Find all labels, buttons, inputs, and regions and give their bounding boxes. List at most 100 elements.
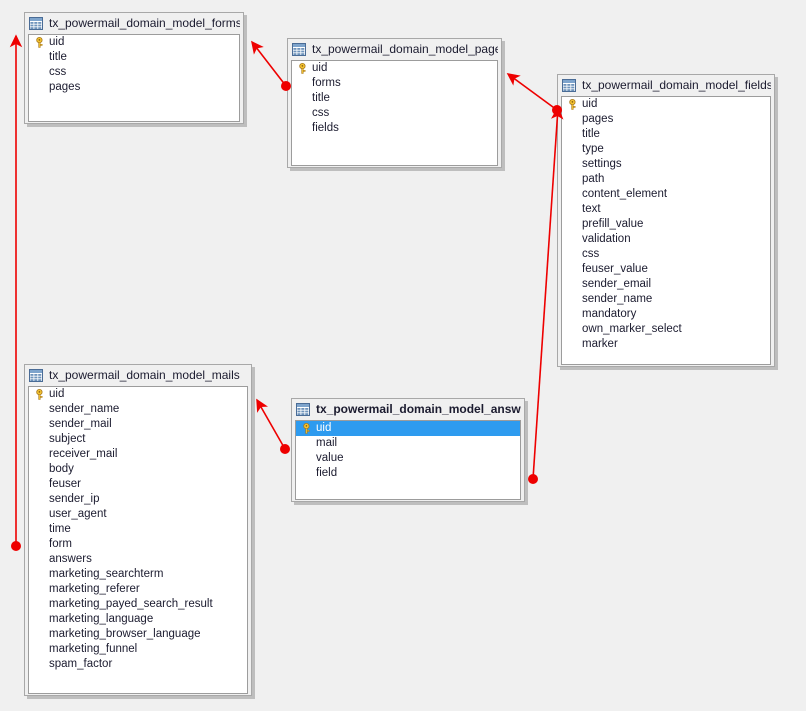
attribute-name: form <box>49 538 72 550</box>
attribute-row[interactable]: type <box>562 142 770 157</box>
attribute-row[interactable]: sender_name <box>562 292 770 307</box>
attribute-name: pages <box>582 113 614 125</box>
key-icon <box>303 423 310 434</box>
attribute-row[interactable]: css <box>562 247 770 262</box>
relation-line-pages-to-forms <box>251 40 287 87</box>
attribute-row[interactable]: body <box>29 462 247 477</box>
attribute-row[interactable]: receiver_mail <box>29 447 247 462</box>
attribute-row[interactable]: pages <box>29 80 239 95</box>
attribute-row[interactable]: own_marker_select <box>562 322 770 337</box>
attribute-row[interactable]: validation <box>562 232 770 247</box>
attribute-name: fields <box>312 122 339 134</box>
attribute-row[interactable]: user_agent <box>29 507 247 522</box>
attribute-name: time <box>49 523 71 535</box>
attribute-row[interactable]: field <box>296 466 520 481</box>
attribute-row[interactable]: marketing_funnel <box>29 642 247 657</box>
primary-key-icon-slot <box>32 37 47 48</box>
primary-key-icon-slot <box>565 99 580 110</box>
entity-header-pages[interactable]: tx_powermail_domain_model_pages <box>288 39 501 60</box>
attribute-name: marketing_searchterm <box>49 568 164 580</box>
attribute-name: field <box>316 467 338 479</box>
attribute-row[interactable]: marker <box>562 337 770 352</box>
key-icon <box>36 389 43 400</box>
attribute-row[interactable]: spam_factor <box>29 657 247 672</box>
key-icon <box>299 63 306 74</box>
attribute-row[interactable]: time <box>29 522 247 537</box>
attribute-row[interactable]: forms <box>292 76 497 91</box>
attribute-row[interactable]: sender_email <box>562 277 770 292</box>
table-icon <box>292 43 306 56</box>
attribute-row[interactable]: feuser_value <box>562 262 770 277</box>
attribute-name: validation <box>582 233 631 245</box>
table-icon <box>29 17 43 30</box>
attribute-row[interactable]: mail <box>296 436 520 451</box>
attribute-row[interactable]: sender_name <box>29 402 247 417</box>
attribute-name: uid <box>316 422 332 434</box>
attribute-row[interactable]: subject <box>29 432 247 447</box>
attribute-row[interactable]: css <box>292 106 497 121</box>
attribute-row[interactable]: answers <box>29 552 247 567</box>
attribute-name: css <box>582 248 600 260</box>
attribute-name: body <box>49 463 74 475</box>
entity-header-forms[interactable]: tx_powermail_domain_model_forms <box>25 13 243 34</box>
attribute-row[interactable]: marketing_language <box>29 612 247 627</box>
attribute-row[interactable]: sender_ip <box>29 492 247 507</box>
attribute-row[interactable]: value <box>296 451 520 466</box>
attribute-row[interactable]: feuser <box>29 477 247 492</box>
attribute-name: subject <box>49 433 86 445</box>
attribute-row[interactable]: sender_mail <box>29 417 247 432</box>
table-icon <box>29 369 43 382</box>
attribute-name: marketing_browser_language <box>49 628 201 640</box>
attribute-name: uid <box>582 98 598 110</box>
attribute-name: user_agent <box>49 508 107 520</box>
key-icon <box>569 99 576 110</box>
attribute-row[interactable]: uid <box>29 35 239 50</box>
attribute-row[interactable]: marketing_browser_language <box>29 627 247 642</box>
attribute-row[interactable]: pages <box>562 112 770 127</box>
attribute-name: title <box>49 51 67 63</box>
attribute-row[interactable]: content_element <box>562 187 770 202</box>
attribute-name: css <box>312 107 330 119</box>
attribute-row[interactable]: uid <box>562 97 770 112</box>
entity-header-fields[interactable]: tx_powermail_domain_model_fields <box>558 75 774 96</box>
attribute-row[interactable]: marketing_payed_search_result <box>29 597 247 612</box>
attribute-name: pages <box>49 81 81 93</box>
attribute-row[interactable]: uid <box>29 387 247 402</box>
attribute-name: text <box>582 203 601 215</box>
attribute-row[interactable]: text <box>562 202 770 217</box>
attribute-row[interactable]: title <box>562 127 770 142</box>
attribute-row[interactable]: prefill_value <box>562 217 770 232</box>
attribute-row[interactable]: marketing_searchterm <box>29 567 247 582</box>
attribute-row[interactable]: title <box>29 50 239 65</box>
attribute-row[interactable]: path <box>562 172 770 187</box>
attribute-row[interactable]: uid <box>292 61 497 76</box>
attribute-row-selected[interactable]: uid <box>296 421 520 436</box>
attribute-name: path <box>582 173 605 185</box>
attribute-name: feuser_value <box>582 263 648 275</box>
key-icon <box>36 37 43 48</box>
entity-header-answer[interactable]: tx_powermail_domain_model_answer <box>292 399 524 420</box>
attribute-name: answers <box>49 553 92 565</box>
attribute-row[interactable]: form <box>29 537 247 552</box>
attribute-row[interactable]: title <box>292 91 497 106</box>
attribute-row[interactable]: fields <box>292 121 497 136</box>
entity-header-mails[interactable]: tx_powermail_domain_model_mails <box>25 365 251 386</box>
attribute-row[interactable]: mandatory <box>562 307 770 322</box>
attribute-row[interactable]: settings <box>562 157 770 172</box>
entity-title: tx_powermail_domain_model_pages <box>312 42 498 56</box>
relation-line-answer-to-fields <box>532 106 564 480</box>
attribute-row[interactable]: css <box>29 65 239 80</box>
attribute-row[interactable]: marketing_referer <box>29 582 247 597</box>
attribute-name: prefill_value <box>582 218 644 230</box>
relation-endpoint-answer-to-mails <box>280 444 290 454</box>
